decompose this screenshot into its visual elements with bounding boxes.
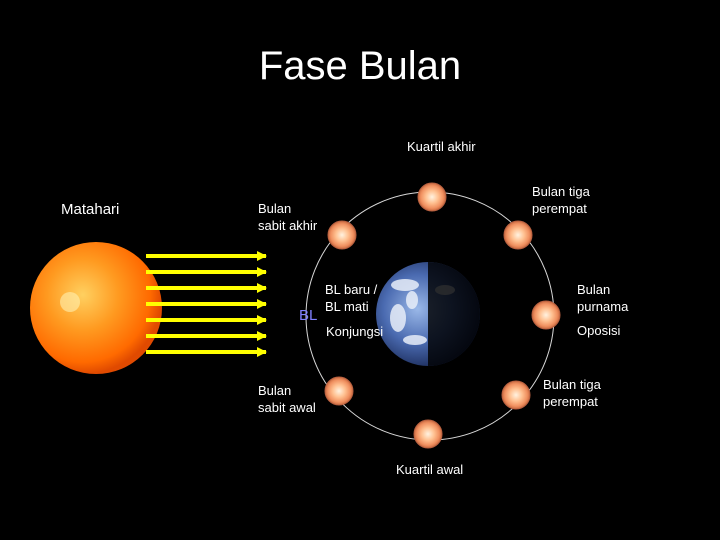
moon-purnama (531, 300, 561, 330)
moon-tiga-perempat-bawah (501, 380, 531, 410)
page-title: Fase Bulan (258, 44, 462, 88)
label-sabit-akhir: Bulan sabit akhir (258, 201, 318, 233)
label-konjungsi: Konjungsi (326, 324, 384, 339)
label-tiga-perempat-atas: Bulan tiga perempat (532, 184, 590, 216)
moon-kuartil-awal (413, 419, 443, 449)
earth (376, 262, 480, 366)
sun-rays (146, 251, 267, 357)
label-bl-baru: BL baru / BL mati (325, 282, 378, 314)
label-bl-marker: BL (299, 307, 318, 324)
moon-sabit-awal (324, 376, 354, 406)
label-purnama: Bulan purnama (577, 282, 629, 314)
label-oposisi: Oposisi (577, 323, 621, 338)
moon-tiga-perempat-atas (503, 220, 533, 250)
label-kuartil-awal: Kuartil awal (396, 462, 464, 477)
sun (30, 242, 162, 374)
label-sabit-awal: Bulan sabit awal (258, 383, 316, 415)
label-matahari: Matahari (61, 201, 120, 218)
sun-flare (60, 292, 80, 312)
moon-kuartil-akhir (417, 182, 447, 212)
moon-sabit-akhir (327, 220, 357, 250)
label-tiga-perempat-bawah: Bulan tiga perempat (543, 377, 601, 409)
label-kuartil-akhir: Kuartil akhir (407, 139, 476, 154)
